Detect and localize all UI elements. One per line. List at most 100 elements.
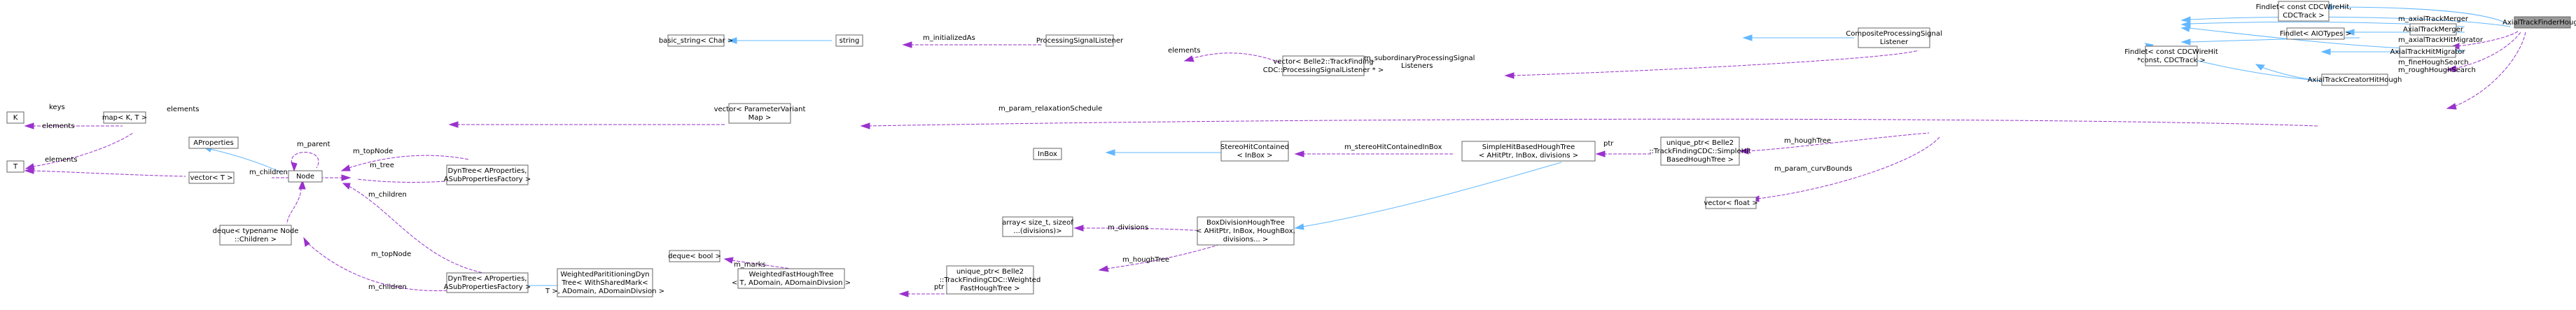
node-label-line-1: StereoHitContained — [1220, 143, 1289, 151]
node-vector-t[interactable]: vector< T > — [188, 171, 235, 184]
edge-stereo-to-simple-hit — [1294, 150, 1453, 157]
node-weighted-fast-hough-tree[interactable]: WeightedFastHoughTree < T, ADomain, ADom… — [732, 268, 851, 289]
node-label-line-2: ::TrackFindingCDC::Weighted — [940, 276, 1041, 284]
node-label-line-1: vector< Belle2::TrackFinding — [1273, 58, 1373, 66]
node-findlet-cdcwirehit-cdctrack[interactable]: Findlet< const CDCWireHit, CDCTrack > — [2256, 1, 2352, 22]
node-axial-track-hit-migrator[interactable]: AxialTrackHitMigrator — [2390, 45, 2466, 58]
node-unique-ptr-weighted-fast-hough-tree[interactable]: unique_ptr< Belle2 ::TrackFindingCDC::We… — [940, 265, 1041, 295]
node-label-line-2: < AHitPtr, InBox, divisions > — [1479, 152, 1578, 160]
node-label-line-1: unique_ptr< Belle2 — [1666, 139, 1734, 147]
edge-label-axial-track-merger: m_axialTrackMerger — [2398, 15, 2469, 23]
edge-array-to-box — [1073, 225, 1205, 232]
node-label-line-1: array< size_t, sizeof — [1002, 219, 1073, 227]
node-findlet-aiotypes[interactable]: Findlet< AIOTypes > — [2280, 27, 2351, 40]
node-label-line-1: vector< ParameterVariant — [714, 106, 806, 113]
node-label-line-2: ::Children > — [235, 236, 277, 244]
edge-label-rough-hough-search: m_roughHoughSearch — [2398, 66, 2476, 74]
node-processing-signal-listener[interactable]: ProcessingSignalListener — [1036, 34, 1124, 47]
node-dyntree-top[interactable]: DynTree< AProperties, ASubPropertiesFact… — [444, 164, 531, 185]
node-k[interactable]: K — [6, 111, 25, 124]
edge-string-to-listener — [902, 41, 1042, 48]
node-label-line-3: FastHoughTree > — [960, 285, 1019, 293]
node-axial-track-merger[interactable]: AxialTrackMerger — [2403, 23, 2464, 36]
edge-label-map-t-elements: elements — [42, 122, 74, 130]
node-label: basic_string< Char > — [659, 37, 733, 45]
node-aproperties[interactable]: AProperties — [188, 136, 239, 149]
edge-label-param-relaxation-schedule: m_param_relaxationSchedule — [998, 105, 1102, 113]
edge-findlet-const-to-creator — [2255, 64, 2325, 82]
node-label-line-2: CDCTrack > — [2283, 12, 2324, 20]
edge-migrator-to-finder — [2446, 31, 2521, 72]
edge-listener-to-composite — [1742, 34, 1854, 41]
node-axial-track-finder-hough[interactable]: AxialTrackFinderHough — [2502, 16, 2576, 29]
node-label-line-1: DynTree< AProperties, — [448, 275, 527, 283]
node-label-line-3: divisions... > — [1223, 236, 1269, 244]
edge-vector-param-to-creator — [860, 118, 2318, 129]
node-t[interactable]: T — [6, 160, 25, 173]
node-dyntree-bottom[interactable]: DynTree< AProperties, ASubPropertiesFact… — [444, 272, 531, 293]
node-label-line-1: unique_ptr< Belle2 — [956, 268, 1024, 276]
edge-label-ptr-weighted: ptr — [934, 283, 945, 291]
edge-vector-listener-to-listener — [1183, 52, 1282, 64]
edge-label-param-curv-bounds: m_param_curvBounds — [1774, 165, 1852, 173]
edge-label-fine-hough-search: m_fineHoughSearch — [2398, 59, 2469, 66]
node-label-line-1: SimpleHitBasedHoughTree — [1482, 143, 1575, 151]
edge-label-m-children-vector: m_children — [249, 169, 288, 176]
node-stereo-hit-contained[interactable]: StereoHitContained < InBox > — [1220, 141, 1289, 162]
node-label-line-2: ASubPropertiesFactory > — [444, 176, 531, 183]
node-array-size-t[interactable]: array< size_t, sizeof ...(divisions)> — [1002, 216, 1073, 237]
node-label-line-2: Map > — [749, 114, 772, 122]
edge-label-subordinary-listeners-2: Listeners — [1401, 62, 1433, 70]
edge-unique-ptr-simple-to-creator — [1739, 132, 1930, 155]
node-label: AProperties — [193, 139, 233, 147]
node-label-line-2: CDC::ProcessingSignalListener * > — [1263, 66, 1384, 74]
node-label-line-1: DynTree< AProperties, — [448, 167, 527, 175]
edge-basicstring-to-string — [727, 37, 832, 44]
node-label-line-1: deque< typename Node — [213, 227, 299, 235]
node-node[interactable]: Node — [288, 170, 323, 183]
edge-inbox-to-stereo — [1105, 149, 1229, 156]
node-label: AxialTrackCreatorHitHough — [2308, 76, 2402, 84]
node-inbox[interactable]: InBox — [1033, 148, 1062, 160]
node-vector-float[interactable]: vector< float > — [1704, 197, 1758, 209]
edge-box-division-to-simple-hit — [1294, 162, 1562, 230]
node-label-line-2: ::TrackFindingCDC::SimpleHit — [1649, 148, 1751, 155]
node-vector-processing-signal-listener[interactable]: vector< Belle2::TrackFinding CDC::Proces… — [1263, 55, 1384, 76]
node-map-k-t[interactable]: map< K, T > — [102, 111, 147, 124]
node-label: map< K, T > — [102, 114, 147, 122]
node-findlet-const-cdcwirehit[interactable]: Findlet< const CDCWireHit *const, CDCTra… — [2124, 45, 2218, 66]
node-label: deque< bool > — [668, 253, 721, 260]
edge-label-initialized-as: m_initializedAs — [923, 34, 975, 42]
edge-label-ptr-simple: ptr — [1603, 140, 1614, 148]
node-composite-processing-signal-listener[interactable]: CompositeProcessingSignal Listener — [1846, 27, 1942, 48]
edge-label-axial-track-hit-migrator: m_axialTrackHitMigrator — [2398, 36, 2484, 44]
node-label: ProcessingSignalListener — [1036, 37, 1124, 45]
edge-label-m-hough-tree: m_houghTree — [1784, 137, 1831, 145]
edge-label-m-divisions: m_divisions — [1108, 224, 1148, 232]
node-basic-string[interactable]: basic_string< Char > — [659, 34, 733, 47]
node-label-line-2: *const, CDCTrack > — [2137, 57, 2206, 64]
edge-k-to-map — [24, 122, 123, 129]
node-label-line-2: < InBox > — [1237, 152, 1273, 160]
node-box-division-hough-tree[interactable]: BoxDivisionHoughTree < AHitPtr, InBox, H… — [1196, 216, 1295, 246]
edge-simple-hit-to-unique-ptr — [1595, 150, 1652, 157]
node-weighted-partitioning-dyn-tree[interactable]: WeightedParititioningDyn Tree< WithShare… — [545, 268, 664, 297]
edge-label-m-top-node-1: m_topNode — [353, 148, 393, 155]
node-label: InBox — [1038, 150, 1057, 158]
node-deque-node-children[interactable]: deque< typename Node ::Children > — [213, 225, 299, 246]
node-deque-bool[interactable]: deque< bool > — [668, 250, 721, 262]
node-simple-hit-based-hough-tree[interactable]: SimpleHitBasedHoughTree < AHitPtr, InBox… — [1461, 141, 1596, 162]
node-label: AxialTrackHitMigrator — [2390, 48, 2466, 56]
edge-label-vector-t-elements: elements — [45, 156, 77, 164]
node-label-line-3: BasedHoughTree > — [1666, 156, 1734, 164]
node-vector-parameter-variant-map[interactable]: vector< ParameterVariant Map > — [714, 103, 806, 124]
node-label-line-1: BoxDivisionHoughTree — [1206, 219, 1285, 227]
node-string[interactable]: string — [835, 34, 863, 47]
node-label: Node — [296, 173, 314, 181]
edge-label-subordinary-listeners-1: m_subordinaryProcessingSignal — [1364, 55, 1475, 62]
node-label-line-3: T >, ADomain, ADomainDivsion > — [545, 288, 664, 295]
node-axial-track-creator-hit-hough[interactable]: AxialTrackCreatorHitHough — [2308, 73, 2402, 86]
edge-node-to-dyntree-top-topnode — [340, 155, 470, 171]
node-unique-ptr-simple-hit-based-hough-tree[interactable]: unique_ptr< Belle2 ::TrackFindingCDC::Si… — [1649, 136, 1751, 166]
